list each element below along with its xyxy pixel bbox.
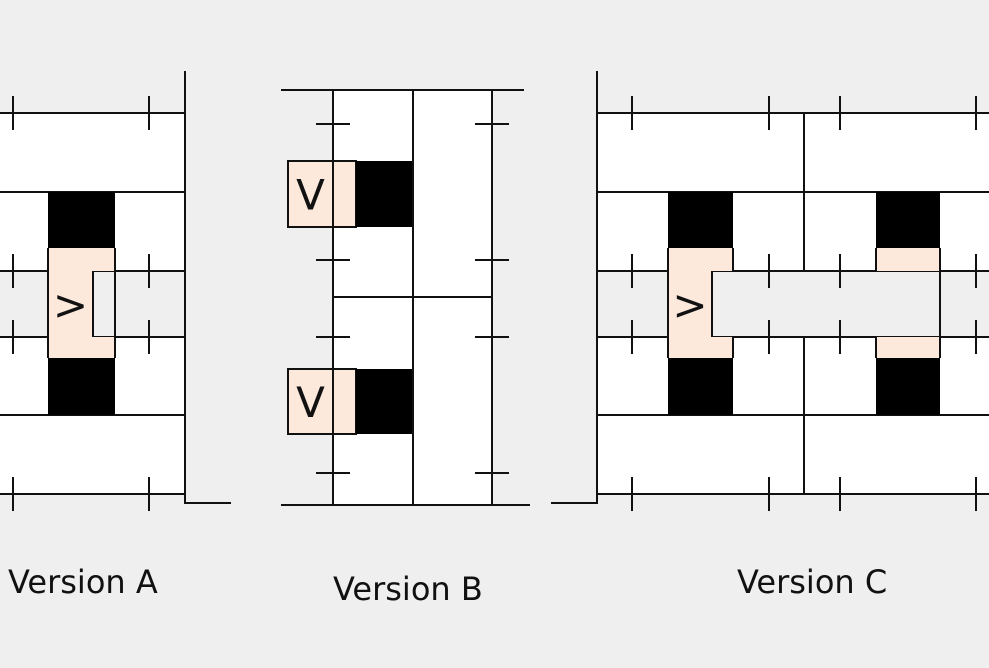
direction-arrow-down: V [296,171,325,220]
panel-version-b: VV [281,89,530,506]
connector-strip-upper [48,248,115,271]
plank-row-1 [0,113,185,192]
connector-strip-lower-right [876,337,940,358]
connector-strip-upper-right [876,248,940,271]
block-upper [48,192,115,248]
connector-lower [287,368,357,435]
panel-version-a: > [0,71,231,511]
direction-arrow-right: > [53,281,88,330]
connector-strip-lower [668,337,733,358]
plank-row-1 [597,113,989,192]
block-lower [356,369,413,434]
direction-arrow-right: > [672,281,707,330]
block-lower [48,358,115,415]
plank-row-4 [597,415,989,494]
connector-upper [287,160,357,228]
panel-label-version-b: Version B [333,570,483,608]
block-lower-right [876,358,940,415]
plank-row-4 [0,415,185,494]
connector-strip-upper [668,248,733,271]
connector-strip-lower [48,337,115,358]
direction-arrow-down: V [296,378,325,427]
block-lower-left [668,358,733,415]
panel-label-version-a: Version A [8,563,158,601]
block-upper-right [876,192,940,248]
panel-label-version-c: Version C [737,563,888,601]
connector-tongue [668,271,712,337]
panel-version-c: > [551,71,989,511]
block-upper [356,161,413,227]
connector-tongue [48,271,93,337]
block-upper-left [668,192,733,248]
